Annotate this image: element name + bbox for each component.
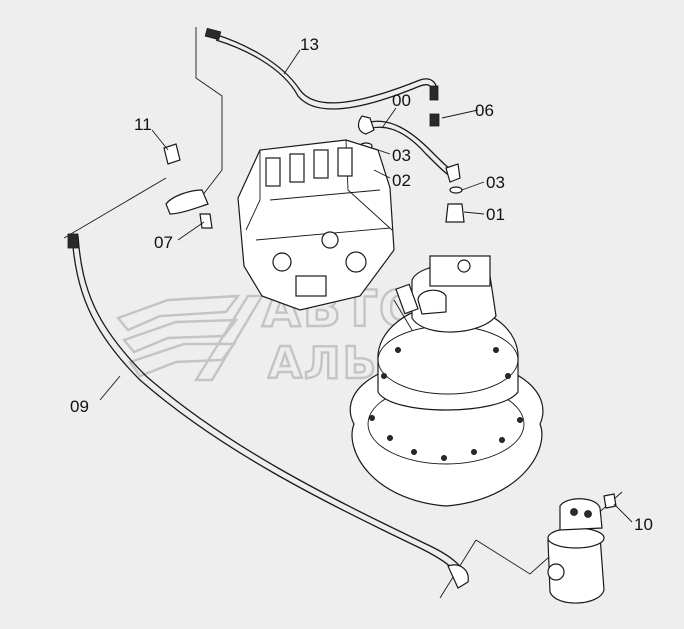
callout-07: 07	[154, 233, 173, 252]
callout-11: 11	[134, 115, 152, 134]
fitting-01-icon	[445, 203, 465, 223]
callout-01: 01	[486, 205, 505, 224]
hose-13-end-fitting-2-icon	[429, 85, 439, 101]
frame-line-upper	[195, 27, 223, 197]
fitting-07-icon	[199, 213, 213, 229]
plug-10-icon	[603, 493, 617, 509]
callout-03b: 03	[486, 173, 505, 192]
hose-09	[67, 233, 469, 589]
hose-00	[357, 115, 461, 183]
hose-13-end-fitting-icon	[204, 27, 222, 41]
callout-09: 09	[70, 397, 89, 416]
callout-10: 10	[634, 515, 653, 534]
callout-13: 13	[300, 35, 319, 54]
callout-00: 00	[392, 91, 411, 110]
fittings	[163, 113, 465, 229]
hose-13	[204, 27, 439, 110]
fitting-11-icon	[163, 143, 181, 165]
hose-09-end-fitting-icon	[67, 233, 79, 249]
hose-00-elbow-2-icon	[445, 163, 461, 183]
fitting-06-icon	[429, 113, 440, 127]
swing-motor-assembly	[349, 255, 544, 507]
swivel-joint	[547, 493, 617, 604]
fitting-block-icon	[165, 189, 209, 215]
callouts: 13 00 06 11 03 02 03 01 07 09 10	[70, 35, 653, 534]
frame-line-left	[63, 177, 167, 239]
callout-03a: 03	[392, 146, 411, 165]
control-valve	[237, 139, 395, 311]
callout-06: 06	[475, 101, 494, 120]
hose-09-elbow-icon	[447, 564, 469, 589]
hose-00-elbow-icon	[357, 115, 375, 135]
o-ring-03b-icon	[449, 186, 463, 194]
callout-02: 02	[392, 171, 411, 190]
bolt-ring	[368, 346, 524, 461]
watermark-logo-icon	[115, 294, 265, 382]
leader-lines	[99, 49, 633, 523]
